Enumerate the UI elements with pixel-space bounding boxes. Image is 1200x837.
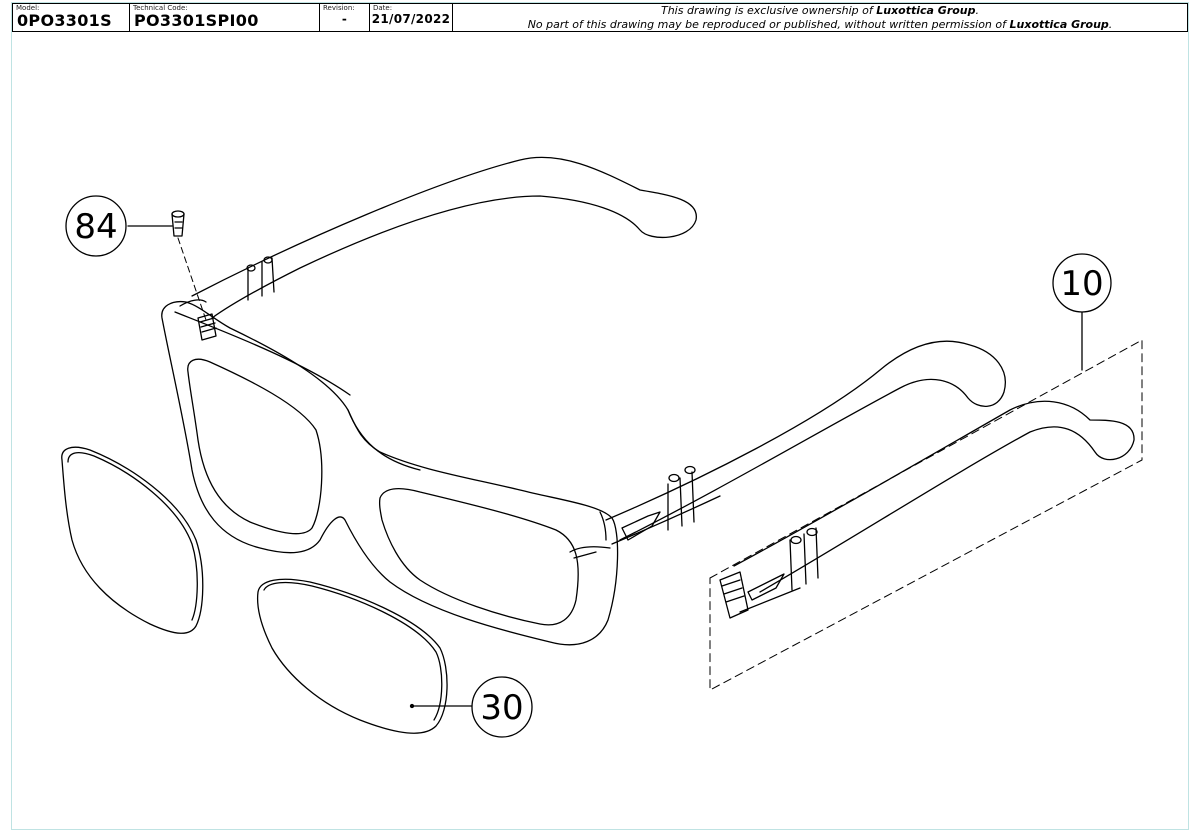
revision-cell: Revision: - — [320, 4, 370, 31]
callout-84 — [65, 195, 127, 257]
notice-line-1: This drawing is exclusive ownership of L… — [453, 4, 1187, 18]
front-temple — [569, 340, 1006, 559]
date-value: 21/07/2022 — [371, 12, 451, 26]
back-temple — [191, 156, 697, 319]
frame-front — [161, 300, 619, 646]
exploded-temple-box — [709, 311, 1143, 691]
callout-10-label: 10 — [1060, 264, 1103, 304]
revision-value: - — [341, 12, 348, 26]
technical-code-label: Technical Code: — [133, 4, 188, 12]
notice-line-2: No part of this drawing may be reproduce… — [453, 18, 1187, 32]
title-block: Model: 0PO3301S Technical Code: PO3301SP… — [12, 3, 1188, 32]
notice-line-1-company: Luxottica Group — [876, 4, 976, 17]
callout-10 — [1052, 253, 1112, 313]
drawing-sheet-border — [11, 2, 1189, 830]
lens-left — [61, 446, 204, 634]
notice-line-2-text: No part of this drawing may be reproduce… — [527, 18, 1010, 31]
ownership-notice: This drawing is exclusive ownership of L… — [453, 4, 1187, 31]
notice-line-1-text: This drawing is exclusive ownership of — [660, 4, 877, 17]
model-label: Model: — [16, 4, 40, 12]
screw-part — [127, 210, 207, 321]
callout-30 — [471, 676, 533, 738]
date-cell: Date: 21/07/2022 — [370, 4, 453, 31]
model-value: 0PO3301S — [17, 11, 112, 30]
notice-line-1-end: . — [975, 4, 980, 17]
notice-line-2-company: Luxottica Group — [1009, 18, 1109, 31]
technical-code-cell: Technical Code: PO3301SPI00 — [130, 4, 320, 31]
lens-right — [256, 578, 473, 734]
model-cell: Model: 0PO3301S — [13, 4, 130, 31]
technical-code-value: PO3301SPI00 — [134, 11, 259, 30]
revision-label: Revision: — [323, 4, 355, 12]
date-label: Date: — [373, 4, 393, 12]
callout-84-label: 84 — [74, 207, 117, 247]
hinge-screw-on-frame — [179, 299, 217, 341]
notice-line-2-end: . — [1108, 18, 1113, 31]
callout-30-label: 30 — [480, 688, 523, 728]
